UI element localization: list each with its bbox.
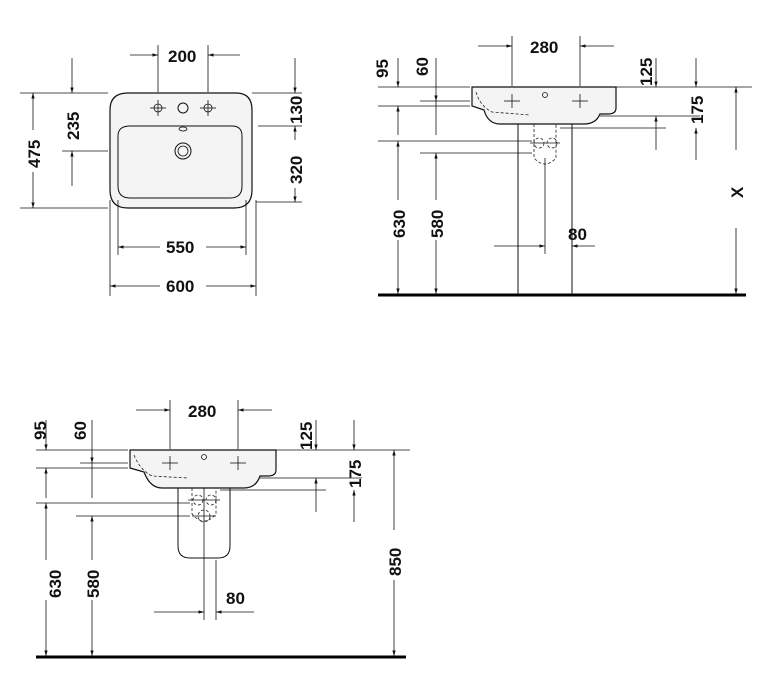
dim-125: 125 bbox=[297, 422, 316, 450]
dim-580: 580 bbox=[428, 210, 447, 238]
dim-175: 175 bbox=[688, 96, 707, 124]
dim-600: 600 bbox=[166, 277, 194, 296]
top-view: 200 475 235 130 320 550 600 bbox=[20, 45, 306, 296]
side-view-semipedestal: 280 95 60 630 580 80 125 175 bbox=[31, 400, 410, 659]
dim-200: 200 bbox=[168, 47, 196, 66]
siphon-hidden bbox=[188, 488, 220, 620]
dim-95: 95 bbox=[31, 421, 50, 440]
dim-95: 95 bbox=[373, 59, 392, 78]
overflow-hole bbox=[178, 126, 188, 132]
dim-630: 630 bbox=[390, 210, 409, 238]
dim-630: 630 bbox=[46, 570, 65, 598]
dim-280: 280 bbox=[188, 402, 216, 421]
drain-icon bbox=[174, 142, 192, 160]
dim-850: 850 bbox=[386, 548, 405, 576]
dim-x: X bbox=[728, 186, 747, 198]
basin-side bbox=[129, 449, 277, 489]
dim-475: 475 bbox=[25, 140, 44, 168]
dim-175: 175 bbox=[346, 460, 365, 488]
dim-125: 125 bbox=[637, 58, 656, 86]
basin-bowl bbox=[117, 125, 243, 199]
dim-130: 130 bbox=[287, 96, 306, 124]
tap-marks bbox=[162, 454, 246, 470]
dim-60: 60 bbox=[71, 421, 90, 440]
tap-holes bbox=[150, 100, 216, 116]
side-view-pedestal: 280 95 60 630 580 80 125 175 bbox=[373, 36, 752, 297]
basin-outline bbox=[109, 92, 253, 209]
dim-60: 60 bbox=[413, 57, 432, 76]
dim-80: 80 bbox=[226, 589, 245, 608]
dim-320: 320 bbox=[287, 156, 306, 184]
tap-marks bbox=[504, 92, 588, 108]
dim-80: 80 bbox=[568, 225, 587, 244]
dim-580: 580 bbox=[84, 570, 103, 598]
dim-280: 280 bbox=[530, 38, 558, 57]
dim-235: 235 bbox=[64, 112, 83, 140]
dim-550: 550 bbox=[166, 238, 194, 257]
